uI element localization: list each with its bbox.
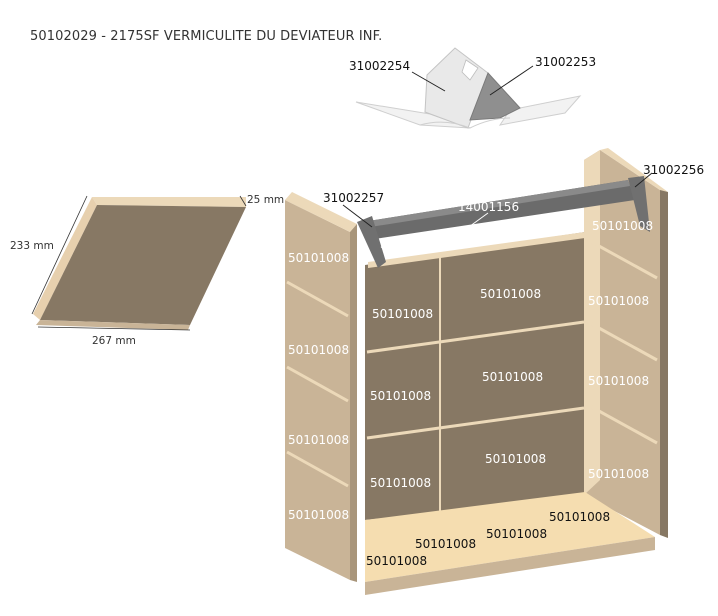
brick-label: 50101008 [480, 287, 541, 301]
brick-label: 50101008 [485, 452, 546, 466]
firebox [285, 148, 668, 595]
thickness-dimension: 25 mm [247, 194, 284, 206]
brick-label: 50101008 [288, 251, 349, 265]
brick-label: 50101008 [370, 389, 431, 403]
brick-label: 50101008 [288, 343, 349, 357]
tube-label: 14001156 [458, 200, 519, 214]
brick-label: 50101008 [588, 467, 649, 481]
brick-label: 50101008 [366, 554, 427, 568]
floor [365, 492, 655, 582]
deflector-assembly [355, 47, 582, 129]
bracket-left [357, 216, 386, 268]
back-wall [365, 232, 585, 520]
left-wall [285, 200, 350, 580]
deflector-right-sheet [469, 72, 521, 121]
brick-label: 50101008 [588, 294, 649, 308]
brick-label: 50101008 [288, 508, 349, 522]
height-dimension: 233 mm [10, 240, 54, 252]
deflector-left-label: 31002254 [349, 59, 410, 73]
bracket-left-label: 31002257 [323, 191, 384, 205]
brick-label: 50101008 [288, 433, 349, 447]
right-wall [584, 150, 660, 535]
baffle-left-label: 50102029 [380, 237, 441, 251]
brick-label: 50101008 [592, 219, 653, 233]
page-title: 50102029 - 2175SF VERMICULITE DU DEVIATE… [30, 29, 383, 44]
width-dimension: 267 mm [92, 335, 136, 347]
single-brick [33, 197, 246, 330]
brick-label: 50101008 [372, 307, 433, 321]
brick-label: 50101008 [588, 374, 649, 388]
brick-label: 50101008 [482, 370, 543, 384]
bracket-right [628, 176, 650, 232]
brick-label: 50101008 [415, 537, 476, 551]
bracket-right-label: 31002256 [643, 163, 704, 177]
baffle-right-label: 50102029 [506, 220, 567, 234]
brick-label: 50101008 [370, 476, 431, 490]
deflector-right-label: 31002253 [535, 55, 596, 69]
brick-label: 50101008 [549, 510, 610, 524]
brick-label: 50101008 [486, 527, 547, 541]
